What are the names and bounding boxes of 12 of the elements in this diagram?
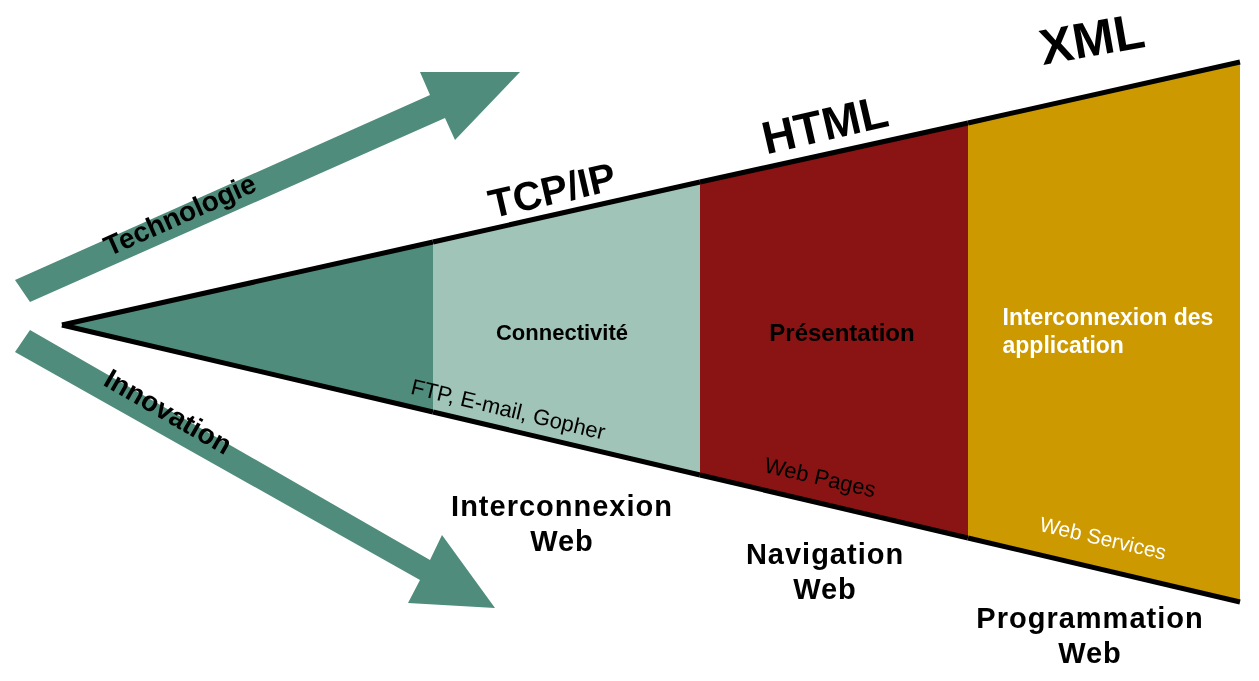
stage-label: Programmation Web [976, 601, 1204, 671]
stage-label: Interconnexion Web [451, 489, 673, 559]
protocol-label: FTP, E-mail, Gopher [408, 373, 608, 447]
segment-heading: Présentation [769, 318, 915, 348]
stage-label: Navigation Web [745, 537, 905, 607]
segment-note: Web Services [1037, 511, 1169, 565]
segment-heading: Connectivité [496, 319, 628, 347]
technology-label: XML [1034, 1, 1150, 78]
segment-note: Web Pages [761, 452, 879, 504]
segment-heading: Interconnexion des application [1002, 304, 1215, 360]
technology-label: HTML [756, 83, 894, 167]
technology-label: TCP/IP [483, 153, 621, 228]
